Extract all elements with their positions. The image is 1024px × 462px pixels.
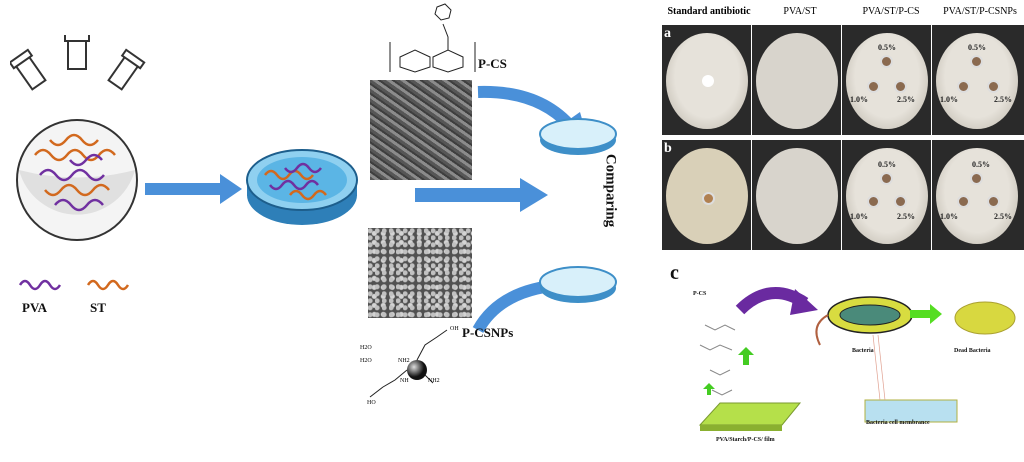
plate-b-pva-st — [752, 140, 841, 250]
column-header: PVA/ST/P-CSNPs — [943, 6, 1017, 17]
empty-petri-dish-top — [539, 118, 617, 155]
legend-pva: PVA — [22, 300, 48, 315]
membrane-label: Bacteria cell membrance — [866, 420, 930, 426]
mechanism-illustration — [698, 287, 1016, 431]
p-cs-structure — [389, 3, 476, 73]
plate-a-standard — [662, 25, 751, 135]
film-label: PVA/Starch/P-CS/ film — [716, 437, 775, 443]
plate-a-p-cs: 0.5%1.0%2.5% — [842, 25, 931, 135]
green-arrow-icon — [910, 304, 942, 324]
panel-c-pcs-label: P-CS — [693, 291, 707, 297]
dead-bacteria-label: Dead Bacteria — [954, 348, 991, 354]
chem-label: NH — [400, 378, 409, 384]
plate-b-standard — [662, 140, 751, 250]
p-csnps-label: P-CSNPs — [462, 325, 514, 340]
p-cs-label: P-CS — [478, 56, 507, 71]
legend-st: ST — [90, 300, 106, 315]
empty-petri-dish-bottom — [539, 266, 617, 303]
column-header: PVA/ST/P-CS — [862, 6, 920, 17]
row-label-a: a — [664, 26, 671, 41]
column-header: Standard antibiotic — [667, 6, 751, 17]
three-neck-flask — [10, 35, 146, 241]
plate-a-p-csnps: 0.5%1.0%2.5% — [932, 25, 1024, 135]
comparing-label: Comparing — [602, 153, 619, 228]
chem-label: H2O — [360, 358, 372, 364]
column-header: PVA/ST — [783, 6, 817, 17]
chem-label: HO — [367, 400, 376, 406]
chem-label: OH — [450, 326, 459, 332]
chem-label: H2O — [360, 345, 372, 351]
sem-image-p-cs — [370, 80, 472, 180]
plate-b-p-cs: 0.5%1.0%2.5% — [842, 140, 931, 250]
chem-label: NH2 — [398, 358, 410, 364]
petri-dish-film — [246, 149, 358, 225]
bacteria-label: Bacteria — [852, 348, 874, 354]
chem-label: NH2 — [428, 378, 440, 384]
p-csnps-structure — [369, 329, 448, 398]
row-label-b: b — [664, 141, 672, 156]
green-up-arrow-icon — [738, 347, 754, 365]
sem-image-p-csnps — [368, 228, 472, 318]
plate-b-p-csnps: 0.5%1.0%2.5% — [932, 140, 1024, 250]
panel-c-letter: c — [670, 262, 679, 284]
plate-a-pva-st — [752, 25, 841, 135]
polymer-legend-icons — [18, 279, 130, 291]
arrow-icon — [145, 174, 548, 212]
